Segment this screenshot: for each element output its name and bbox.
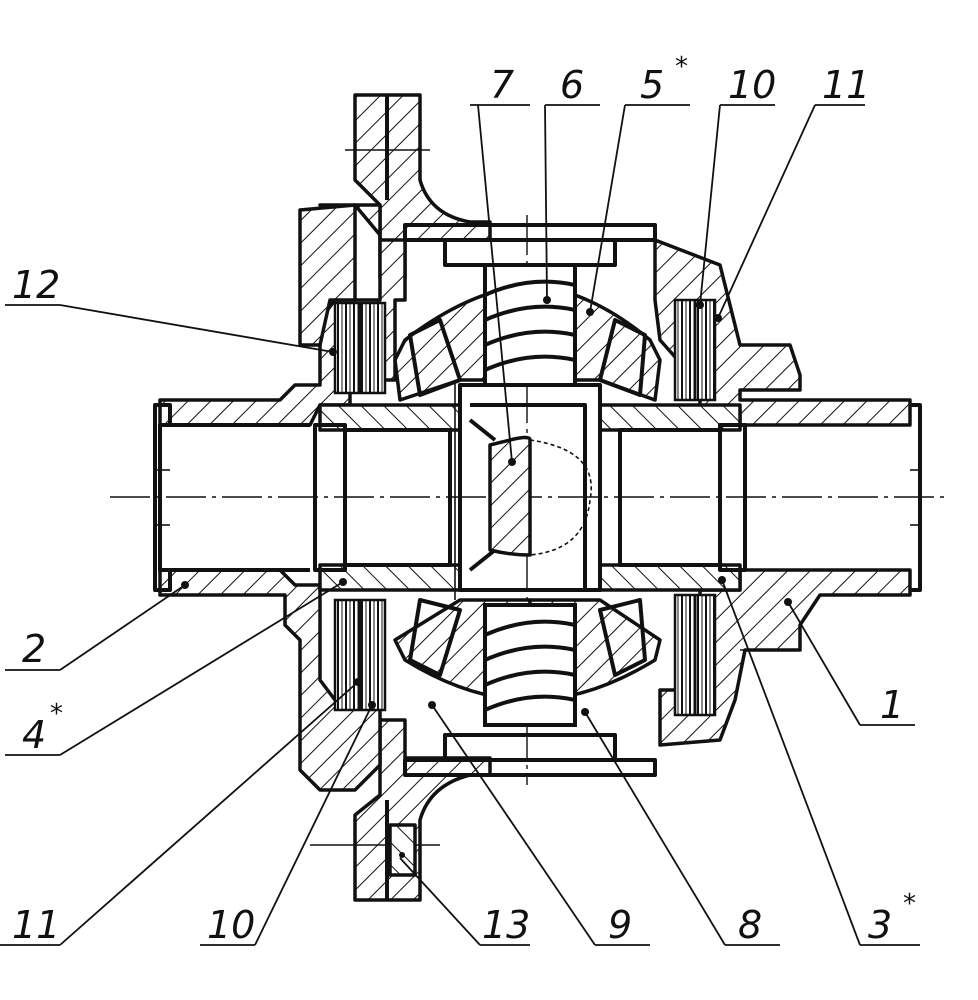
callout-3-asterisk: * [903, 889, 916, 919]
callout-6: 6 [560, 63, 584, 107]
friction-plates [333, 298, 717, 717]
callout-2: 2 [22, 627, 46, 671]
callout-12: 12 [12, 263, 60, 307]
callout-9: 9 [608, 903, 632, 947]
callout-3: 3 [868, 903, 892, 947]
callout-10-top: 10 [728, 63, 776, 107]
callout-labels: 7 6 5 * 10 11 12 2 4 * 1 11 10 13 9 8 3 … [12, 52, 916, 947]
central-block [454, 380, 602, 600]
helical-pinion [403, 223, 657, 777]
callout-11-top: 11 [822, 63, 870, 107]
callout-4-asterisk: * [50, 699, 63, 729]
leader-lines [0, 104, 920, 946]
callout-1: 1 [880, 683, 904, 727]
callout-10-bottom: 10 [207, 903, 255, 947]
callout-11-bottom: 11 [12, 903, 60, 947]
bolt-13 [388, 823, 417, 877]
callout-4: 4 [22, 713, 46, 757]
callout-7: 7 [490, 63, 514, 107]
callout-5-asterisk: * [675, 52, 688, 82]
callout-5: 5 [640, 63, 664, 107]
side-gear-hubs [313, 403, 747, 592]
callout-13: 13 [482, 903, 530, 947]
callout-8: 8 [738, 903, 762, 947]
